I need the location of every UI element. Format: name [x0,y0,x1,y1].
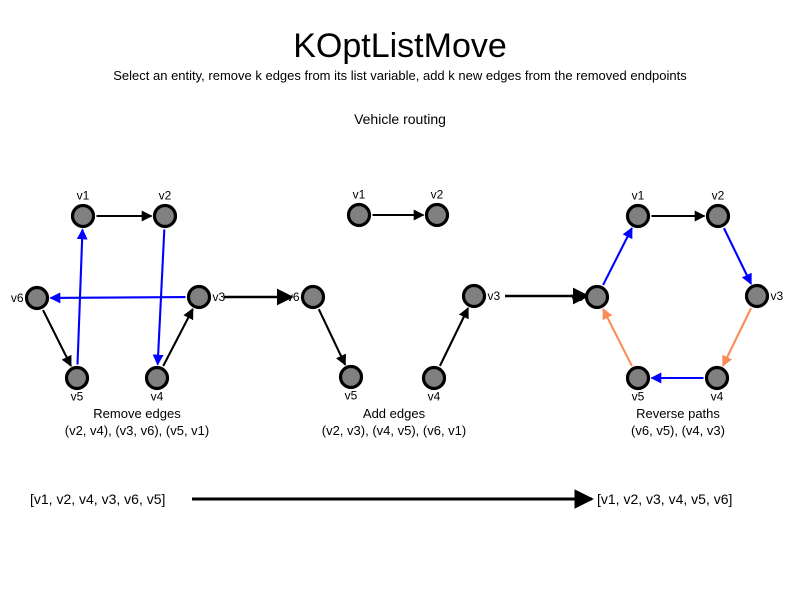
edge-add-v4-v3 [438,307,470,367]
node-label-add-v5: v5 [345,389,358,403]
captions-layer: Remove edges (v2, v4), (v3, v6), (v5, v1)… [65,406,725,438]
node-remove-v4[interactable]: v4 [144,365,170,404]
node-label-add-v6: v6 [287,290,300,304]
node-add-v5[interactable]: v5 [338,364,364,403]
edge-remove-v4-v3 [162,308,194,367]
node-label-reverse-v4: v4 [711,390,724,404]
node-add-v3[interactable]: v3 [461,283,501,309]
node-remove-v5[interactable]: v5 [64,365,90,404]
node-label-remove-v5: v5 [71,390,84,404]
panel-caption-remove-line1: Remove edges [93,406,181,421]
edges-layer [42,209,753,384]
edge-reverse-v5-v6 [602,308,633,367]
node-reverse-v6[interactable]: v6 [571,284,610,310]
page-subtitle: Select an entity, remove k edges from it… [113,68,687,83]
node-add-v1[interactable]: v1 [346,188,372,228]
edge-reverse-v3-v4 [721,307,753,367]
node-label-remove-v1: v1 [77,189,90,203]
node-circle-v3[interactable] [461,283,487,309]
node-circle-v2[interactable] [424,202,450,228]
node-add-v6[interactable]: v6 [287,284,326,310]
section-label: Vehicle routing [354,111,446,127]
node-label-remove-v2: v2 [159,189,172,203]
edge-remove-v3-v6 [49,292,186,304]
sequence-after: [v1, v2, v3, v4, v5, v6] [597,491,732,507]
node-circle-v1[interactable] [70,203,96,229]
node-circle-v1[interactable] [346,202,372,228]
node-circle-v3[interactable] [744,283,770,309]
nodes-layer: v1 v2 v3 v4 v5 v6 v1 v2 v3 v4 v5 v6 v1 v2 v3 v4 v5 v6 [11,188,784,404]
node-circle-v2[interactable] [152,203,178,229]
node-label-reverse-v2: v2 [712,189,725,203]
page-title: KOptListMove [293,27,507,65]
node-circle-v1[interactable] [625,203,651,229]
node-circle-v5[interactable] [625,365,651,391]
node-label-add-v3: v3 [488,289,501,303]
panel-caption-add-line1: Add edges [363,406,426,421]
panel-caption-reverse-line1: Reverse paths [636,406,720,421]
node-circle-v5[interactable] [64,365,90,391]
node-label-remove-v3: v3 [213,290,226,304]
node-remove-v6[interactable]: v6 [11,285,50,311]
node-circle-v2[interactable] [705,203,731,229]
node-reverse-v3[interactable]: v3 [744,283,784,309]
node-reverse-v2[interactable]: v2 [705,189,731,229]
edge-reverse-v2-v3 [722,227,753,285]
panel-caption-reverse-line2: (v6, v5), (v4, v3) [631,423,725,438]
node-remove-v1[interactable]: v1 [70,189,96,229]
node-circle-v4[interactable] [144,365,170,391]
node-remove-v3[interactable]: v3 [186,284,226,310]
node-label-reverse-v1: v1 [632,189,645,203]
node-label-add-v1: v1 [353,188,366,202]
sequence-layer: [v1, v2, v4, v3, v6, v5] [v1, v2, v3, v4,… [30,489,732,509]
node-circle-v6[interactable] [300,284,326,310]
node-circle-v4[interactable] [421,365,447,391]
node-add-v4[interactable]: v4 [421,365,447,404]
node-label-remove-v4: v4 [151,390,164,404]
node-remove-v2[interactable]: v2 [152,189,178,229]
node-label-add-v2: v2 [431,188,444,202]
node-label-remove-v6: v6 [11,291,24,305]
panel-caption-add-line2: (v2, v3), (v4, v5), (v6, v1) [322,423,466,438]
node-circle-v3[interactable] [186,284,212,310]
edge-remove-v6-v5 [42,309,72,367]
edge-reverse-v6-v1 [602,227,633,286]
edge-add-v6-v5 [317,308,347,366]
node-reverse-v4[interactable]: v4 [704,365,730,404]
node-circle-v6[interactable] [584,284,610,310]
node-circle-v5[interactable] [338,364,364,390]
connectors-layer [224,287,590,306]
node-reverse-v1[interactable]: v1 [625,189,651,229]
node-circle-v4[interactable] [704,365,730,391]
node-label-add-v4: v4 [428,390,441,404]
node-label-reverse-v6: v6 [571,290,584,304]
node-add-v2[interactable]: v2 [424,188,450,228]
node-label-reverse-v5: v5 [632,390,645,404]
panel-caption-remove-line2: (v2, v4), (v3, v6), (v5, v1) [65,423,209,438]
sequence-before: [v1, v2, v4, v3, v6, v5] [30,491,165,507]
edge-remove-v5-v1 [76,228,88,365]
node-label-reverse-v3: v3 [771,289,784,303]
node-reverse-v5[interactable]: v5 [625,365,651,404]
node-circle-v6[interactable] [24,285,50,311]
